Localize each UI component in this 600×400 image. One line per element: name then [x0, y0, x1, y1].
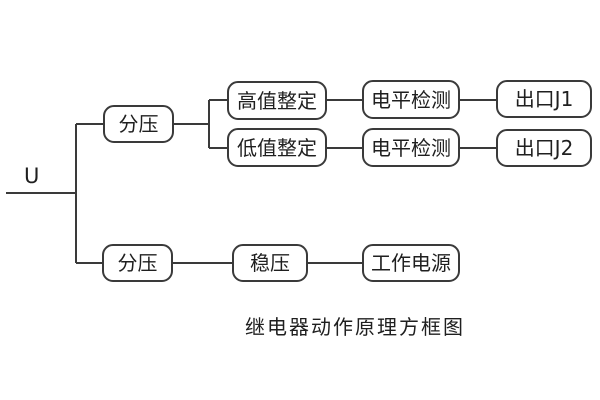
diagram-caption: 继电器动作原理方框图 — [245, 315, 465, 339]
node-level-detection-2: 电平检测 — [362, 128, 460, 167]
input-voltage-label: U — [24, 164, 40, 188]
node-working-power-supply: 工作电源 — [362, 244, 460, 282]
node-level-detection-1: 电平检测 — [362, 80, 460, 119]
node-output-j2: 出口J2 — [496, 129, 592, 167]
node-voltage-divider-bottom: 分压 — [102, 244, 173, 282]
node-voltage-regulator: 稳压 — [232, 244, 308, 282]
node-voltage-divider-top: 分压 — [103, 105, 174, 143]
node-high-value-setting: 高值整定 — [227, 81, 327, 120]
node-low-value-setting: 低值整定 — [227, 128, 327, 167]
node-output-j1: 出口J1 — [496, 80, 592, 118]
